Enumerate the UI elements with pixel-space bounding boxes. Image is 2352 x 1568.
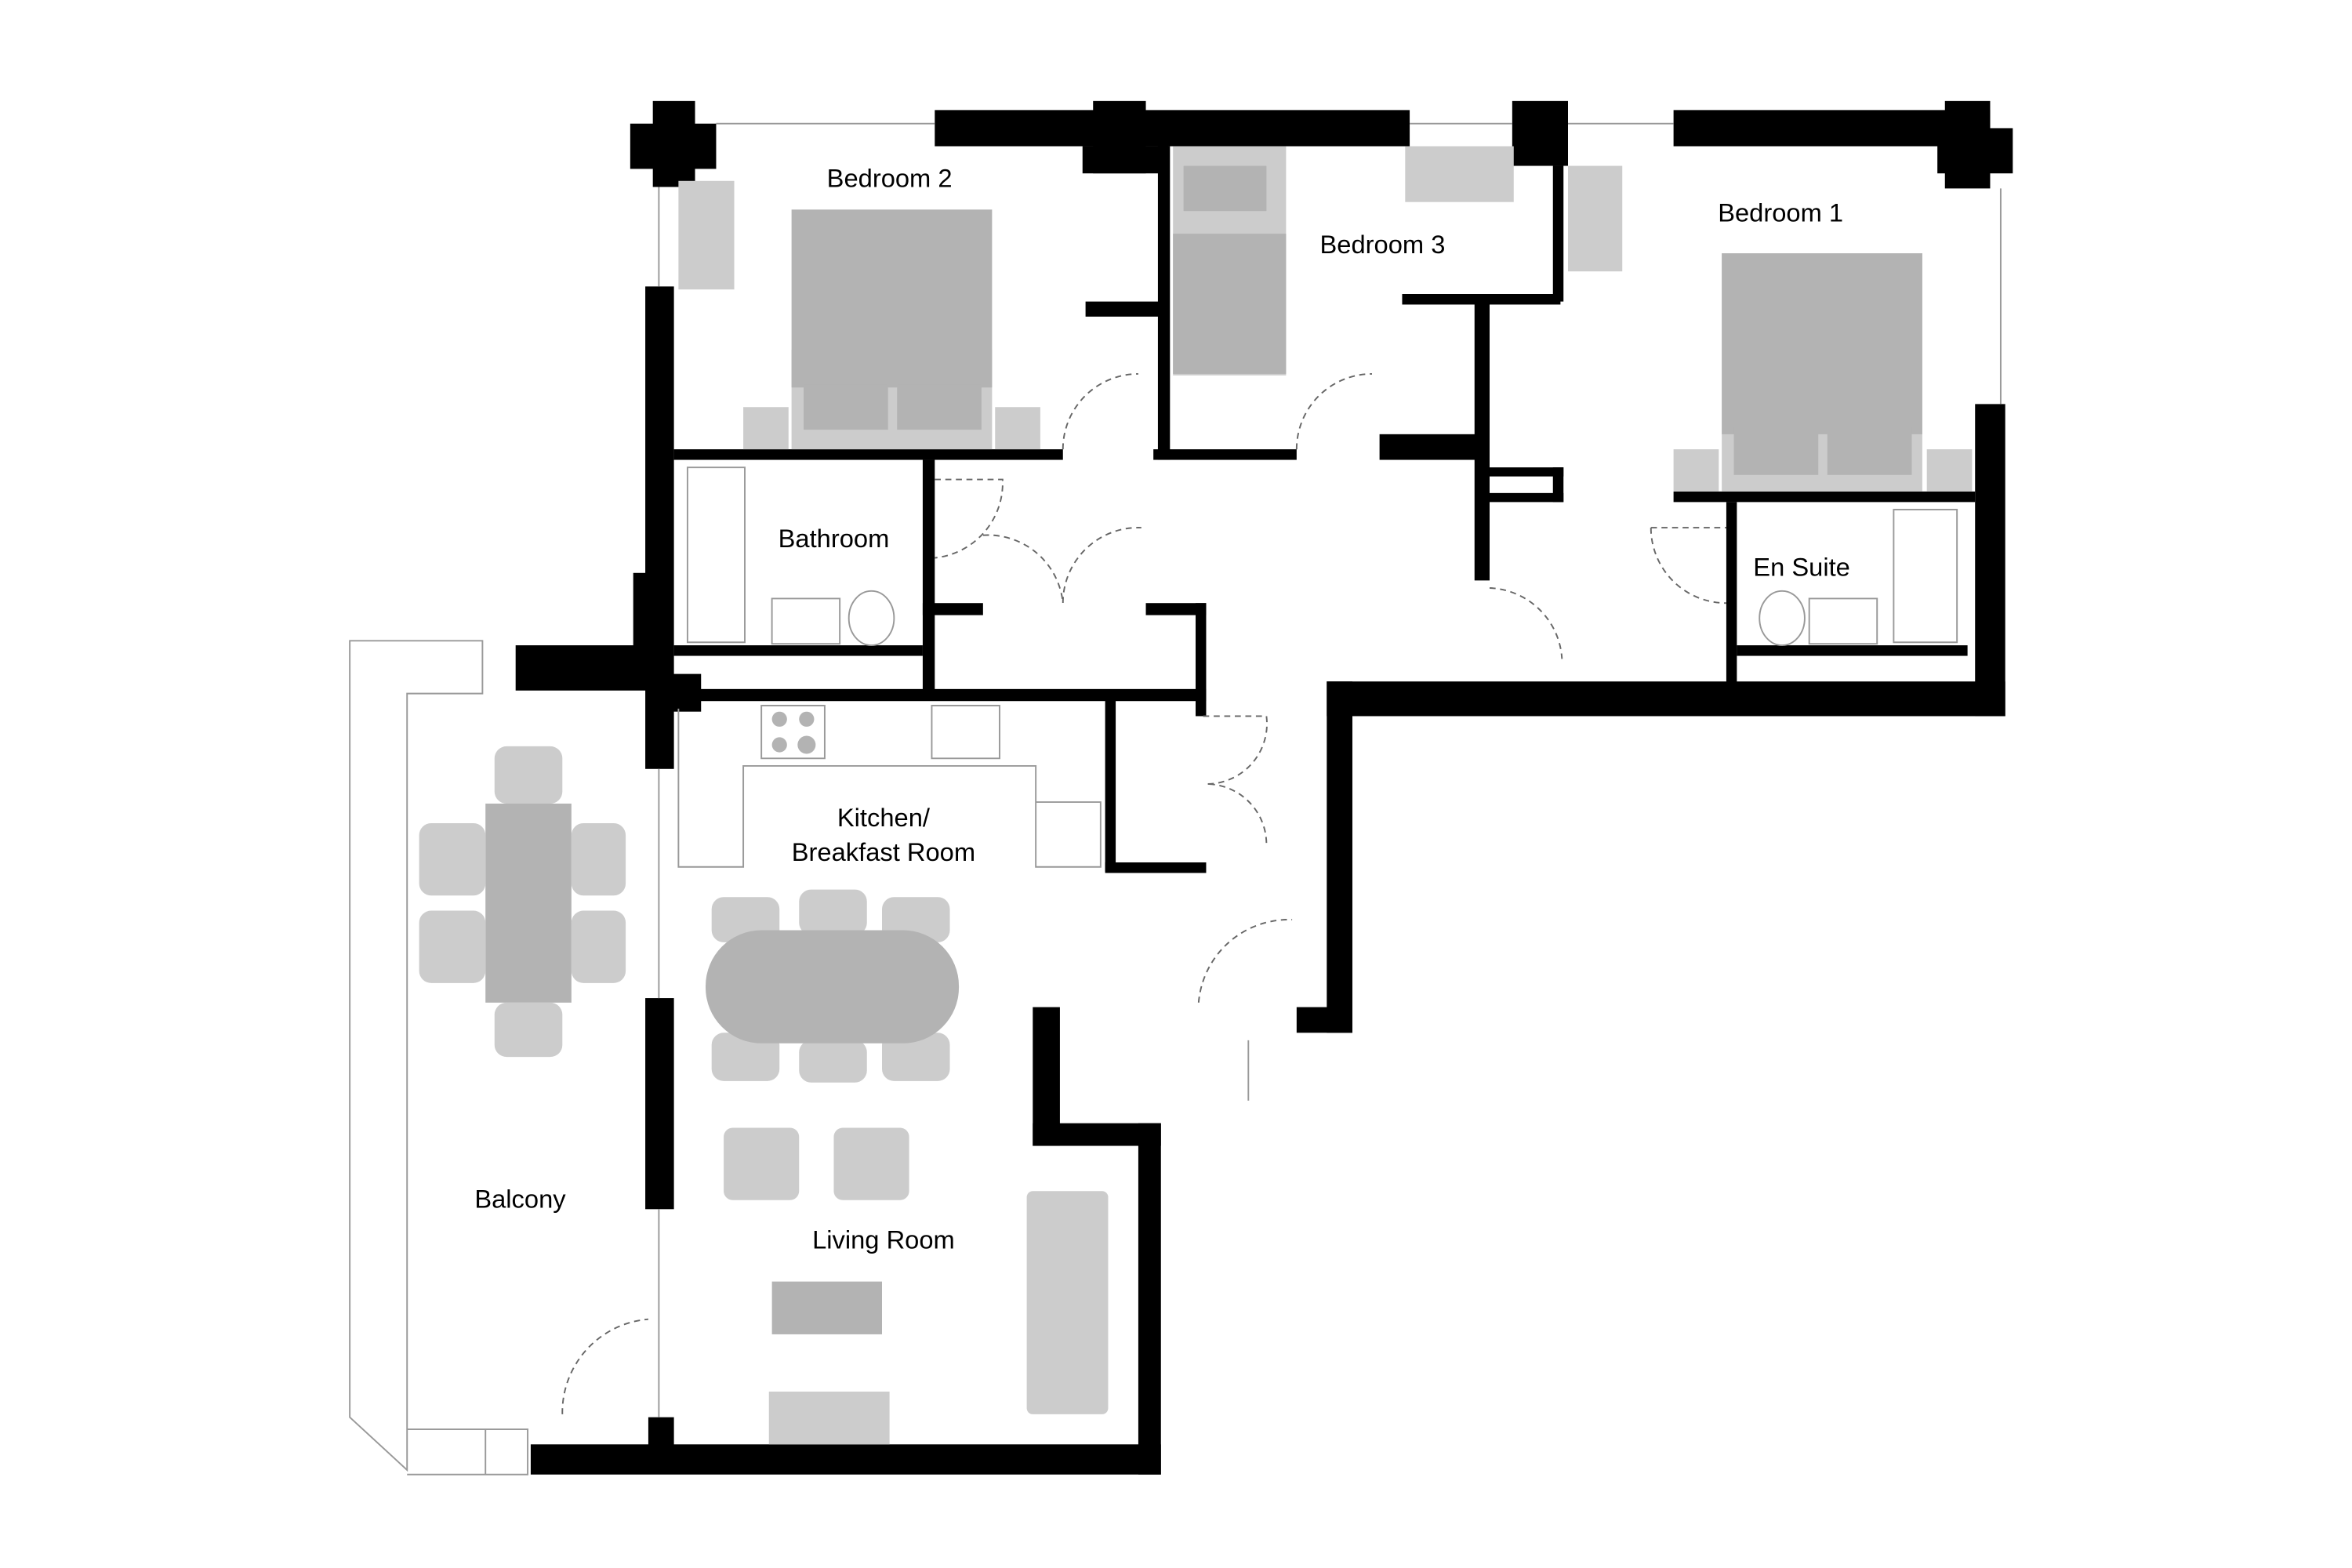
furniture-piece: [882, 1033, 950, 1081]
furniture-piece: [1722, 253, 1922, 434]
wall-segment: [1937, 128, 2013, 174]
wall-segment: [1402, 294, 1561, 305]
label-living-room: Living Room: [812, 1225, 955, 1254]
furniture-piece: [571, 823, 626, 896]
furniture-piece: [797, 735, 816, 754]
label-breakfast-room: Breakfast Room: [792, 837, 975, 866]
wall-segment: [1737, 645, 1968, 656]
windows-and-fixtures: [349, 122, 2002, 1475]
wall-segment: [1552, 467, 1564, 503]
wall-segment: [1105, 698, 1116, 872]
label-bedroom-2: Bedroom 2: [827, 163, 953, 192]
wall-segment: [1379, 434, 1486, 460]
furniture-piece: [419, 910, 486, 983]
furniture-piece: [799, 889, 867, 935]
wall-segment: [652, 100, 695, 187]
furniture-piece: [743, 407, 789, 450]
furniture-piece: [771, 1281, 882, 1334]
wall-segment: [1196, 603, 1207, 717]
wall-segment: [1474, 294, 1490, 581]
furniture-piece: [804, 384, 888, 430]
furniture-piece: [678, 180, 735, 290]
furniture-piece: [799, 711, 815, 727]
furniture-piece: [995, 407, 1040, 450]
furniture-piece: [771, 737, 787, 753]
wall-segment: [1153, 449, 1297, 460]
furniture-piece: [771, 711, 787, 727]
furniture-piece: [1568, 165, 1623, 272]
wall-segment: [935, 110, 1410, 147]
walls: [515, 100, 2013, 1475]
wall-segment: [922, 603, 983, 615]
wall-segment: [530, 1444, 1161, 1475]
wall-segment: [1145, 603, 1207, 615]
furniture: [419, 146, 1973, 1445]
wall-segment: [1105, 862, 1207, 873]
furniture-piece: [706, 930, 960, 1044]
wall-segment: [1327, 681, 2005, 717]
furniture-piece: [494, 746, 563, 804]
doors: [561, 372, 1726, 1414]
furniture-piece: [724, 1127, 800, 1200]
wall-segment: [1082, 146, 1169, 174]
furniture-piece: [1183, 165, 1267, 212]
furniture-piece: [897, 384, 982, 430]
wall-segment: [1138, 1123, 1161, 1475]
label-balcony: Balcony: [474, 1184, 566, 1213]
wall-segment: [1085, 301, 1161, 317]
furniture-piece: [1173, 234, 1287, 374]
label-bedroom-1: Bedroom 1: [1718, 198, 1843, 227]
furniture-piece: [768, 1392, 890, 1445]
label-bedroom-3: Bedroom 3: [1320, 230, 1446, 259]
furniture-piece: [494, 1002, 563, 1058]
wall-segment: [1673, 491, 1976, 503]
wall-segment: [648, 1417, 674, 1448]
furniture-piece: [791, 209, 993, 388]
wall-segment: [1485, 467, 1564, 477]
wall-segment: [1485, 492, 1564, 503]
wall-segment: [1033, 1007, 1060, 1146]
furniture-piece: [1026, 1191, 1109, 1414]
furniture-piece: [1733, 426, 1819, 475]
furniture-piece: [711, 1033, 780, 1081]
furniture-piece: [1405, 146, 1514, 202]
label-bathroom: Bathroom: [779, 524, 890, 553]
label-kitchen: Kitchen/: [837, 803, 931, 832]
furniture-piece: [1926, 449, 1973, 492]
wall-segment: [673, 449, 1063, 460]
furniture-piece: [1673, 449, 1719, 492]
furniture-piece: [799, 1040, 867, 1083]
wall-segment: [645, 998, 674, 1210]
furniture-piece: [1827, 426, 1912, 475]
wall-segment: [1552, 165, 1564, 302]
label-en-suite: En Suite: [1753, 553, 1850, 582]
room-labels: Bedroom 2 Bedroom 3 Bedroom 1 Bathroom E…: [474, 163, 1850, 1254]
wall-segment: [515, 645, 664, 691]
wall-segment: [1512, 100, 1568, 166]
furniture-piece: [485, 804, 572, 1003]
wall-segment: [1157, 146, 1171, 460]
wall-segment: [1296, 1007, 1352, 1033]
furniture-piece: [833, 1127, 909, 1200]
wall-segment: [1327, 681, 1352, 1033]
wall-segment: [673, 645, 923, 656]
furniture-piece: [419, 823, 486, 896]
wall-segment: [922, 459, 935, 694]
wall-segment: [1975, 404, 2005, 717]
furniture-piece: [571, 910, 626, 983]
wall-segment: [1726, 502, 1737, 686]
wall-segment: [673, 688, 1207, 702]
